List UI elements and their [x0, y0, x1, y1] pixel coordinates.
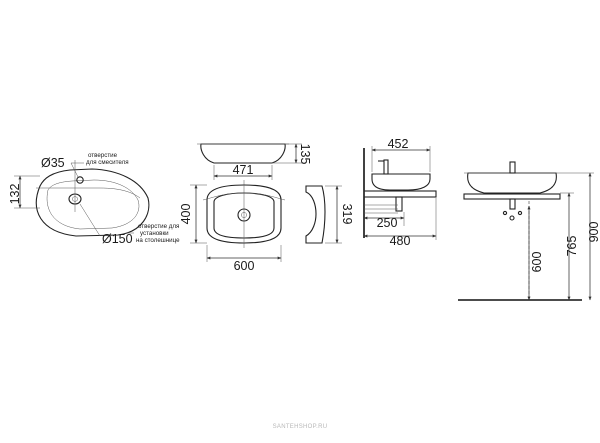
- label-height-400: 400: [179, 204, 193, 225]
- mount-bowl: [371, 173, 431, 191]
- front-faucet: [509, 161, 516, 174]
- label-width-471: 471: [233, 163, 254, 177]
- bowl-elevation: [200, 143, 286, 164]
- front-mount-view: 900 765 600: [458, 161, 600, 301]
- label-height-765: 765: [565, 236, 579, 257]
- label-height-900: 900: [587, 222, 600, 243]
- label-height-135: 135: [298, 144, 312, 165]
- label-width-480: 480: [390, 234, 411, 248]
- label-dia-35: Ø35: [41, 156, 65, 170]
- side-profile-view: 319: [305, 185, 354, 244]
- label-width-452: 452: [388, 137, 409, 151]
- label-height-600-mount: 600: [530, 252, 544, 273]
- label-height-132: 132: [8, 184, 22, 205]
- mixer-note-line2: для смесителя: [86, 159, 129, 166]
- label-width-250: 250: [377, 216, 398, 230]
- counter-note-line1: отверстие для: [138, 223, 179, 230]
- left-basin-inner: [46, 179, 140, 230]
- label-dia-150: Ø150: [102, 232, 133, 246]
- center-front-elevation: 135 471: [197, 143, 312, 180]
- plan-outer: [206, 184, 282, 244]
- mixer-note-line1: отверстие: [88, 152, 118, 159]
- front-bowl: [467, 172, 557, 194]
- label-height-319: 319: [340, 204, 354, 225]
- front-counter: [463, 193, 561, 200]
- label-width-600: 600: [234, 259, 255, 273]
- mount-faucet: [383, 159, 389, 175]
- mount-counter: [363, 190, 437, 198]
- side-profile: [305, 185, 326, 244]
- side-mount-view: 452 250 480: [363, 137, 437, 248]
- counter-note-line3: на столешнице: [136, 237, 180, 244]
- left-mixer-hole: [76, 176, 84, 184]
- watermark: SANTEHSHOP.RU: [273, 424, 328, 430]
- left-basin-outline: [35, 168, 150, 237]
- center-plan-view: 400 600: [179, 180, 286, 273]
- left-top-view: 132 Ø35 отверстие для смесителя Ø150 отв…: [8, 152, 180, 246]
- counter-note-line2: установки: [140, 230, 169, 237]
